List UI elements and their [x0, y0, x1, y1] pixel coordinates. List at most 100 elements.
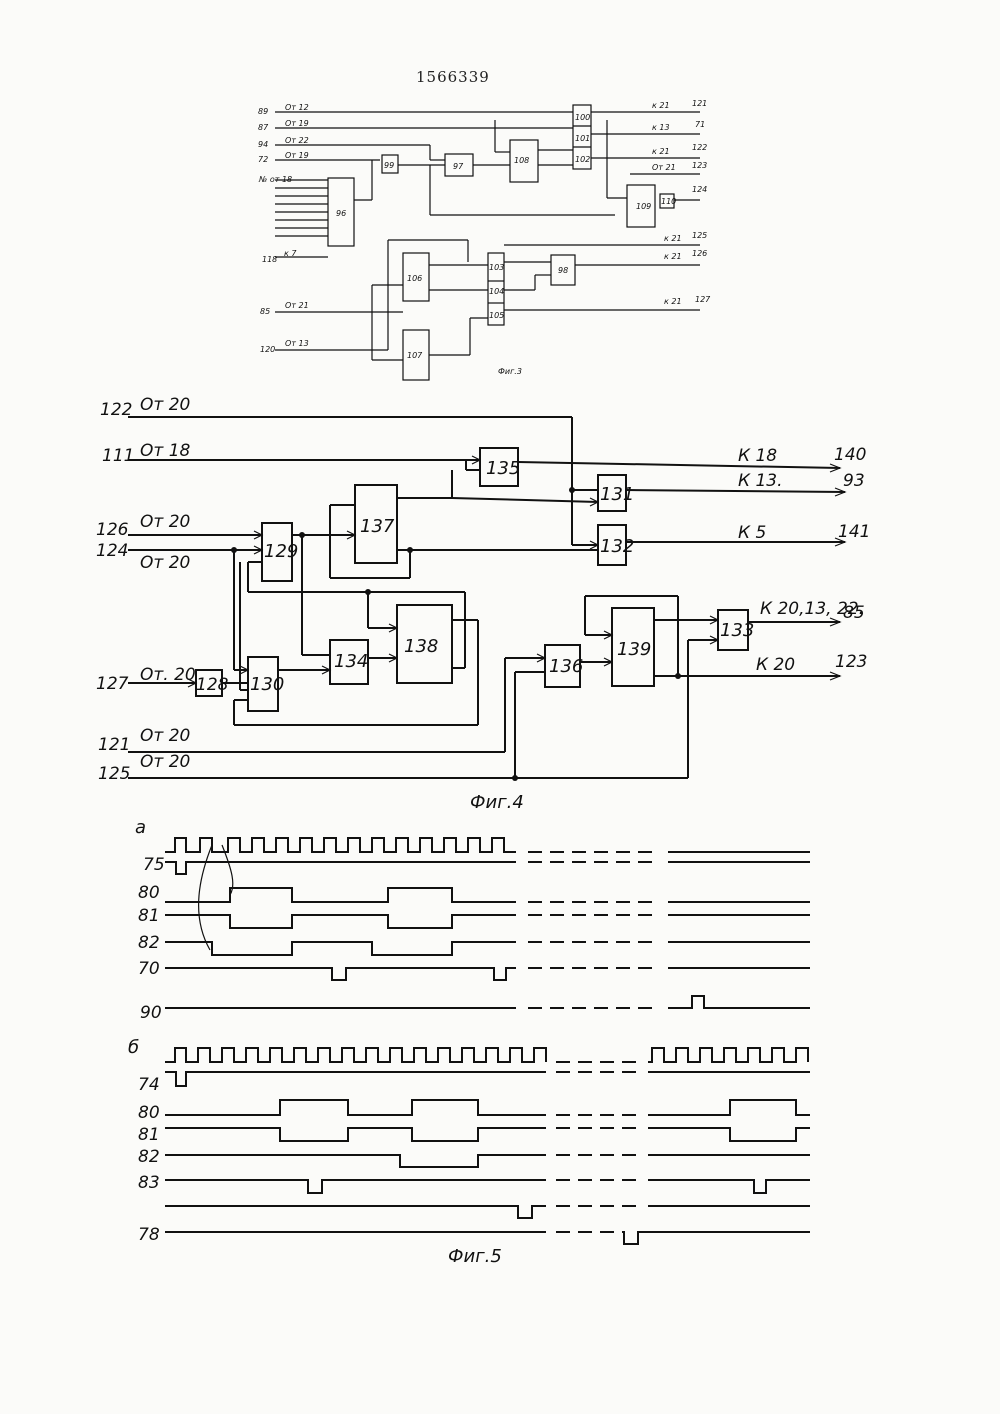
svg-text:80: 80: [138, 1103, 160, 1123]
fig3-in-94: 94: [258, 140, 268, 149]
svg-text:103: 103: [489, 263, 504, 272]
svg-text:105: 105: [489, 311, 504, 320]
fig5-caption: Фиг.5: [448, 1246, 502, 1267]
svg-text:93: 93: [843, 471, 865, 491]
svg-text:125: 125: [692, 231, 707, 240]
fig3-in-72: 72: [258, 155, 268, 164]
svg-text:137: 137: [360, 516, 395, 537]
svg-text:80: 80: [138, 883, 160, 903]
svg-text:120: 120: [260, 345, 275, 354]
fig4-in-122: 122: [100, 400, 132, 420]
fig5-part-b: б: [128, 1037, 139, 1058]
fig4-in-125: 125: [98, 764, 130, 784]
svg-text:к 21: к 21: [652, 147, 670, 156]
svg-text:127: 127: [695, 295, 711, 304]
fig3-in-87: 87: [258, 123, 269, 132]
svg-text:От 21: От 21: [652, 163, 676, 172]
fig4-in-111: 111: [102, 446, 134, 466]
svg-text:82: 82: [138, 1147, 160, 1167]
fig4-in-125-src: От 20: [140, 752, 190, 772]
svg-text:109: 109: [636, 202, 651, 211]
svg-text:81: 81: [138, 906, 160, 926]
svg-text:71: 71: [695, 120, 705, 129]
svg-text:К 20: К 20: [756, 655, 795, 675]
figure-3: 89 От 12 87 От 19 94 От 22 72 От 19 96 №…: [258, 99, 711, 380]
fig5a-causal-arrow-2: [199, 845, 212, 950]
svg-text:110: 110: [661, 197, 676, 206]
fig4-in-111-src: От 18: [140, 441, 191, 461]
svg-text:139: 139: [617, 639, 651, 660]
fig3-in-94-src: От 22: [285, 136, 309, 145]
svg-text:78: 78: [138, 1225, 160, 1245]
fig4-in-124: 124: [96, 541, 128, 561]
svg-text:123: 123: [835, 652, 867, 672]
svg-text:126: 126: [692, 249, 707, 258]
svg-text:130: 130: [250, 674, 284, 695]
svg-text:102: 102: [575, 155, 590, 164]
svg-text:98: 98: [558, 266, 568, 275]
fig5-part-a: а: [135, 817, 146, 838]
svg-text:124: 124: [692, 185, 707, 194]
svg-text:138: 138: [404, 636, 438, 657]
svg-text:99: 99: [384, 161, 394, 170]
svg-text:141: 141: [838, 522, 870, 542]
svg-text:85: 85: [260, 307, 270, 316]
fig4-in-122-src: От 20: [140, 395, 190, 415]
svg-text:75: 75: [143, 855, 165, 875]
svg-text:81: 81: [138, 1125, 160, 1145]
fig3-in-89-src: От 12: [285, 103, 309, 112]
svg-text:97: 97: [453, 162, 464, 171]
fig5a-clock-signal: [165, 838, 810, 852]
svg-text:85: 85: [843, 603, 865, 623]
svg-text:128: 128: [196, 675, 229, 695]
svg-text:106: 106: [407, 274, 422, 283]
fig3-caption: Фиг.3: [498, 367, 522, 376]
fig3-in-72-src: От 19: [285, 151, 309, 160]
svg-text:134: 134: [334, 651, 368, 672]
svg-text:132: 132: [600, 536, 634, 557]
svg-text:70: 70: [138, 959, 160, 979]
svg-text:От 21: От 21: [285, 301, 309, 310]
svg-text:к 21: к 21: [664, 252, 682, 261]
svg-text:121: 121: [692, 99, 707, 108]
svg-text:100: 100: [575, 113, 590, 122]
svg-text:96: 96: [336, 209, 346, 218]
fig3-in-89: 89: [258, 107, 268, 116]
svg-text:135: 135: [486, 458, 520, 479]
svg-text:83: 83: [138, 1173, 160, 1193]
svg-text:129: 129: [264, 541, 298, 562]
svg-text:82: 82: [138, 933, 160, 953]
fig4-in-127: 127: [96, 674, 129, 694]
svg-text:К 18: К 18: [738, 446, 777, 466]
fig3-in-87-src: От 19: [285, 119, 309, 128]
svg-text:101: 101: [575, 134, 590, 143]
svg-text:122: 122: [692, 143, 707, 152]
svg-text:131: 131: [600, 484, 634, 505]
fig4-in-121: 121: [98, 735, 130, 755]
svg-text:104: 104: [489, 287, 504, 296]
svg-text:№ от 18: № от 18: [258, 175, 292, 184]
svg-text:118: 118: [262, 255, 277, 264]
figure-5: а б 75 80 81 82 70 90: [128, 817, 810, 1267]
svg-text:К 13.: К 13.: [738, 471, 783, 491]
fig4-caption: Фиг.4: [470, 792, 524, 813]
svg-text:К 5: К 5: [738, 523, 766, 543]
svg-text:107: 107: [407, 351, 423, 360]
svg-text:108: 108: [514, 156, 529, 165]
svg-text:90: 90: [140, 1003, 162, 1023]
svg-text:140: 140: [834, 445, 866, 465]
svg-text:От 13: От 13: [285, 339, 309, 348]
svg-text:136: 136: [549, 656, 583, 677]
fig4-in-126-src: От 20: [140, 512, 190, 532]
fig5b-clock-signal: [165, 1048, 808, 1062]
svg-text:к 21: к 21: [664, 297, 682, 306]
svg-text:123: 123: [692, 161, 707, 170]
svg-text:133: 133: [720, 620, 754, 641]
svg-text:к 21: к 21: [652, 101, 670, 110]
svg-text:74: 74: [138, 1075, 160, 1095]
fig4-in-126: 126: [96, 520, 129, 540]
fig4-in-121-src: От 20: [140, 726, 190, 746]
svg-text:к 13: к 13: [652, 123, 670, 132]
